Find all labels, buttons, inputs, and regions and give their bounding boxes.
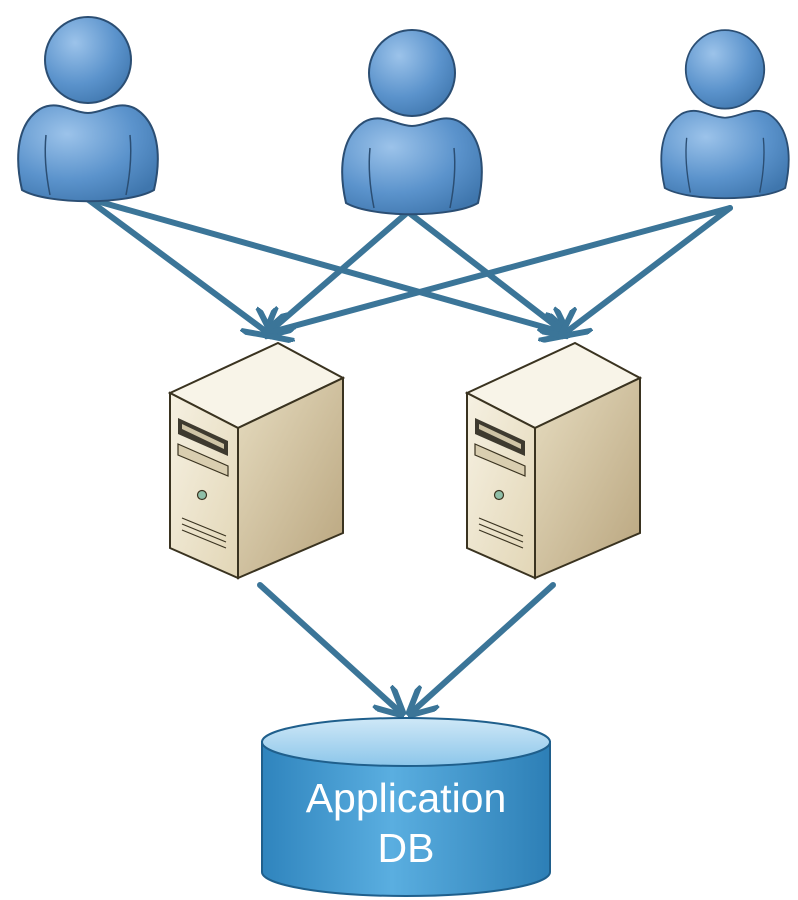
arrow-user-3-to-server-1 — [268, 205, 733, 333]
server-tower-icon — [466, 342, 641, 579]
server-tower-icon — [169, 342, 344, 579]
arrow-server-1-to-db — [257, 582, 400, 712]
server-to-db-arrows — [257, 582, 556, 712]
arrow-user-1-to-server-1 — [83, 195, 268, 333]
arrow-server-2-to-db — [412, 582, 556, 712]
user-icon — [17, 16, 159, 203]
user-icon — [660, 29, 790, 200]
database-cylinder-icon — [261, 717, 551, 897]
db-label-line-2: DB — [378, 825, 435, 871]
arrow-user-3-to-server-2 — [565, 205, 733, 333]
user-icon — [341, 29, 483, 216]
arrow-user-1-to-server-2 — [83, 195, 565, 333]
user-to-server-arrows — [83, 195, 733, 333]
db-label-line-1: Application — [306, 775, 507, 821]
